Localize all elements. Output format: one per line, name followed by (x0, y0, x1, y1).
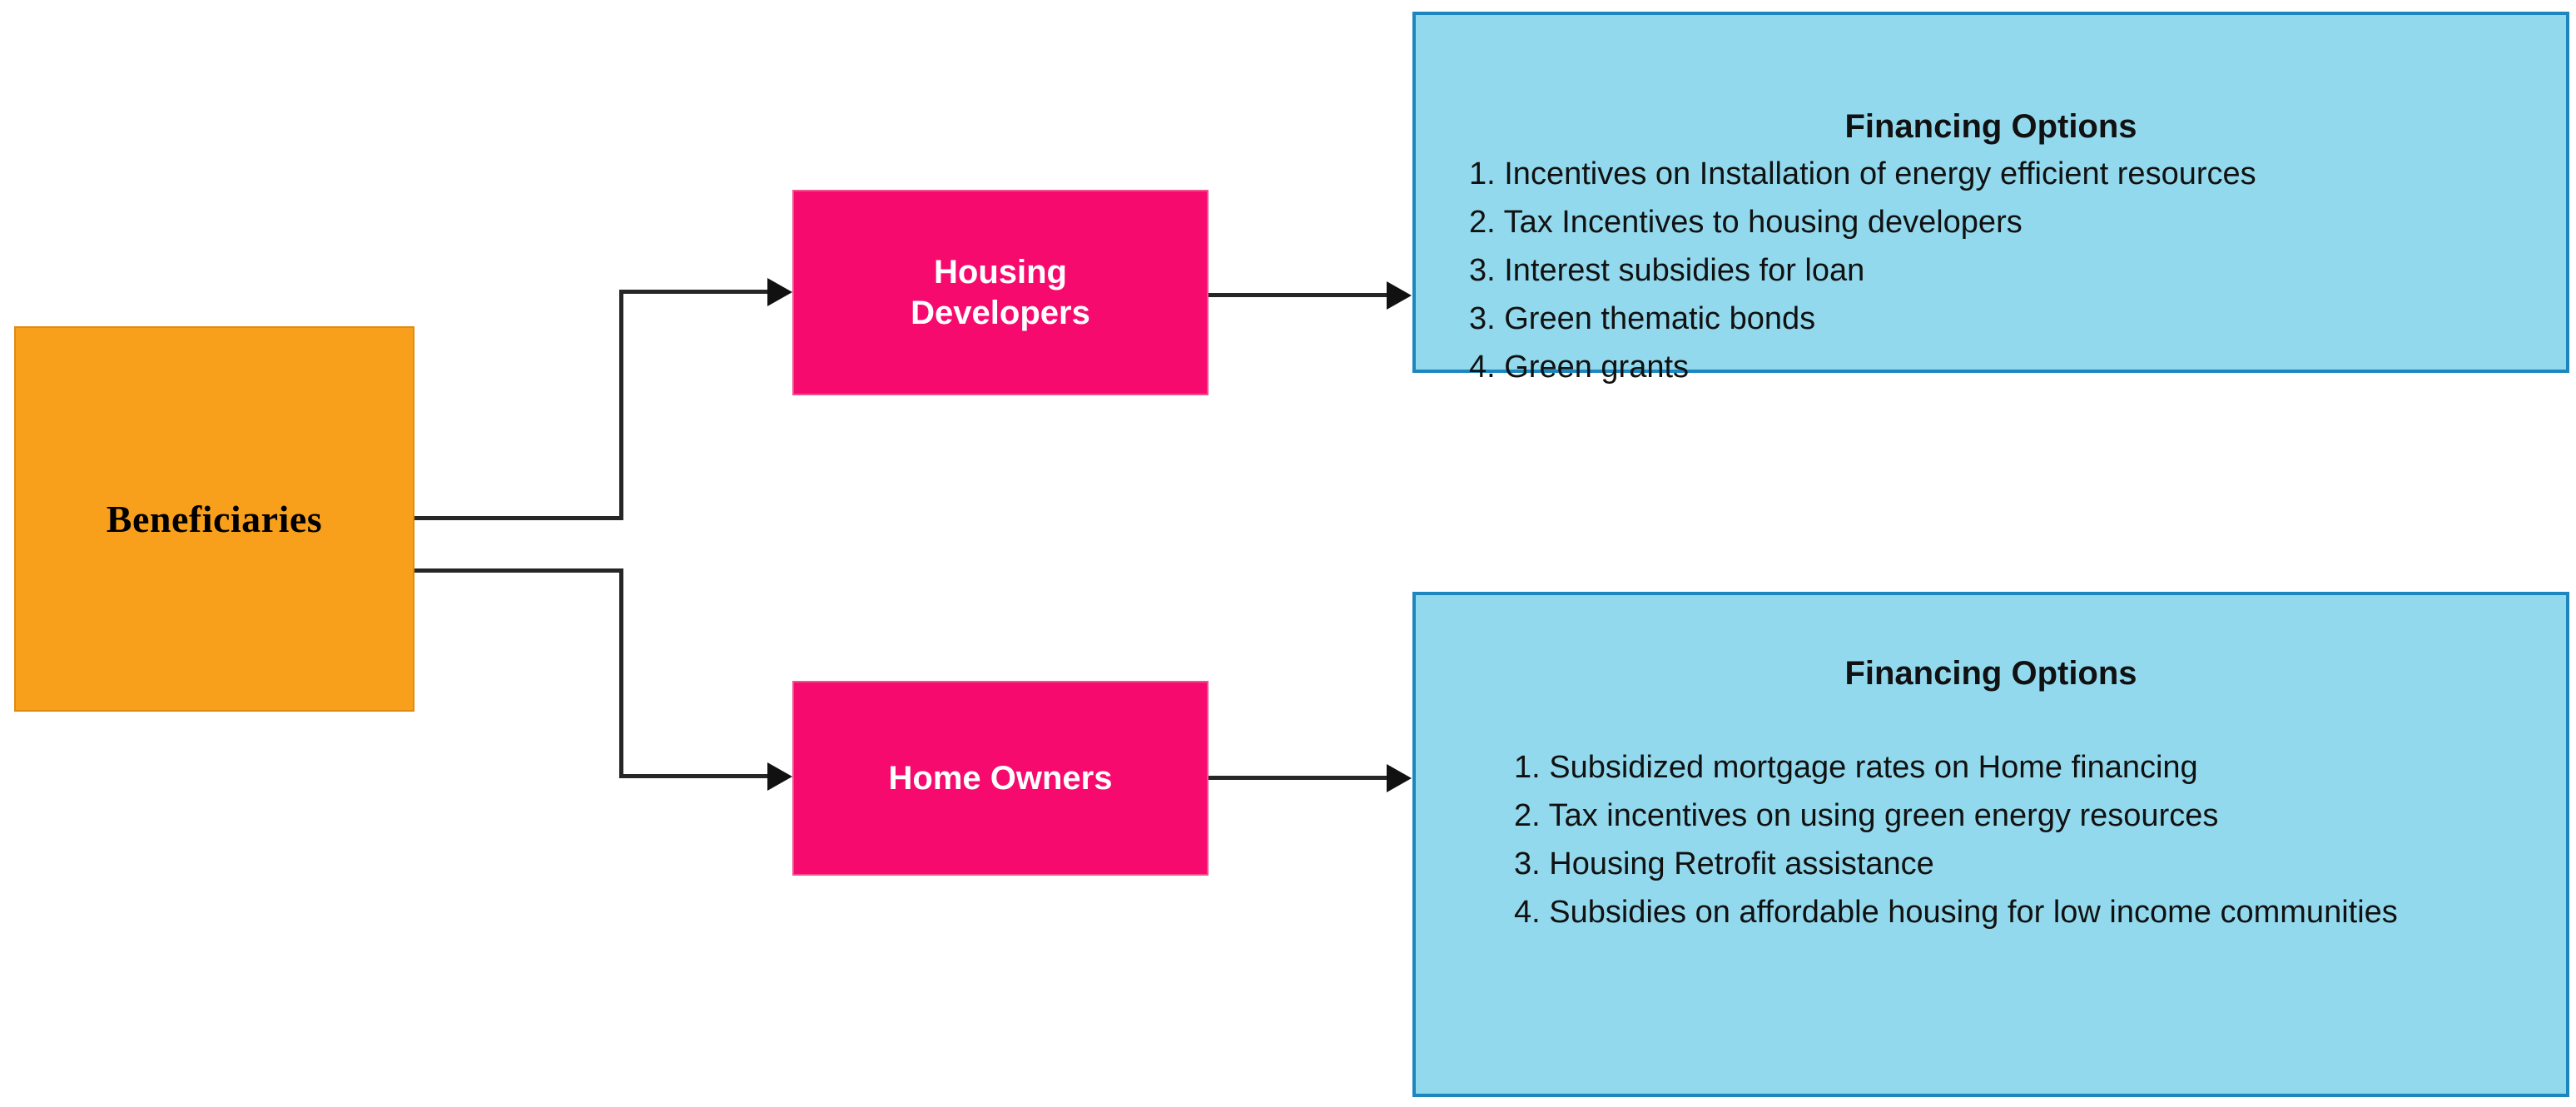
connector-beneficiaries-to-housing-developers-segment (414, 516, 623, 520)
financing-options-home-owners-panel: Financing Options 1. Subsidized mortgage… (1412, 592, 2569, 1097)
connector-home-owners-to-financing-options (1209, 776, 1393, 780)
housing-developers-node[interactable]: Housing Developers (792, 190, 1209, 395)
connector-beneficiaries-to-home-owners-arm (619, 774, 774, 778)
housing-developers-label: Housing Developers (911, 252, 1090, 334)
housing-developers-label-line2: Developers (911, 294, 1090, 331)
financing-options-home-owners-list: 1. Subsidized mortgage rates on Home fin… (1514, 743, 2398, 936)
beneficiaries-label: Beneficiaries (106, 498, 323, 540)
beneficiaries-node[interactable]: Beneficiaries (14, 326, 414, 712)
list-item: 1. Subsidized mortgage rates on Home fin… (1514, 750, 2198, 785)
list-item: 2. Tax incentives on using green energy … (1514, 798, 2219, 833)
home-owners-node[interactable]: Home Owners (792, 681, 1209, 876)
list-item: 3. Green thematic bonds (1469, 301, 1816, 336)
list-item: 1. Incentives on Installation of energy … (1469, 156, 2256, 191)
list-item: 3. Interest subsidies for loan (1469, 253, 1865, 288)
list-item: 2. Tax Incentives to housing developers (1469, 205, 2023, 240)
list-item: 4. Green grants (1469, 350, 1690, 385)
financing-options-home-owners-title: Financing Options (1844, 655, 2137, 692)
arrowhead-icon-housing-developers (767, 278, 792, 306)
housing-developers-label-line1: Housing (934, 253, 1067, 290)
list-item: 4. Subsidies on affordable housing for l… (1514, 895, 2398, 930)
arrowhead-icon-financing-options-developers (1387, 281, 1412, 310)
connector-beneficiaries-to-housing-developers-arm (619, 290, 774, 294)
arrowhead-icon-financing-options-home-owners (1387, 764, 1412, 792)
financing-options-developers-list: 1. Incentives on Installation of energy … (1469, 150, 2256, 391)
list-item: 3. Housing Retrofit assistance (1514, 846, 1934, 881)
connector-beneficiaries-to-home-owners-segment (414, 568, 623, 573)
financing-options-developers-title: Financing Options (1844, 108, 2137, 145)
arrowhead-icon-home-owners (767, 762, 792, 791)
home-owners-label: Home Owners (888, 759, 1113, 797)
connector-beneficiaries-to-housing-developers-riser (619, 290, 623, 520)
connector-beneficiaries-to-home-owners-riser (619, 568, 623, 778)
financing-options-developers-panel: Financing Options 1. Incentives on Insta… (1412, 12, 2569, 385)
connector-housing-developers-to-financing-options (1209, 293, 1393, 297)
